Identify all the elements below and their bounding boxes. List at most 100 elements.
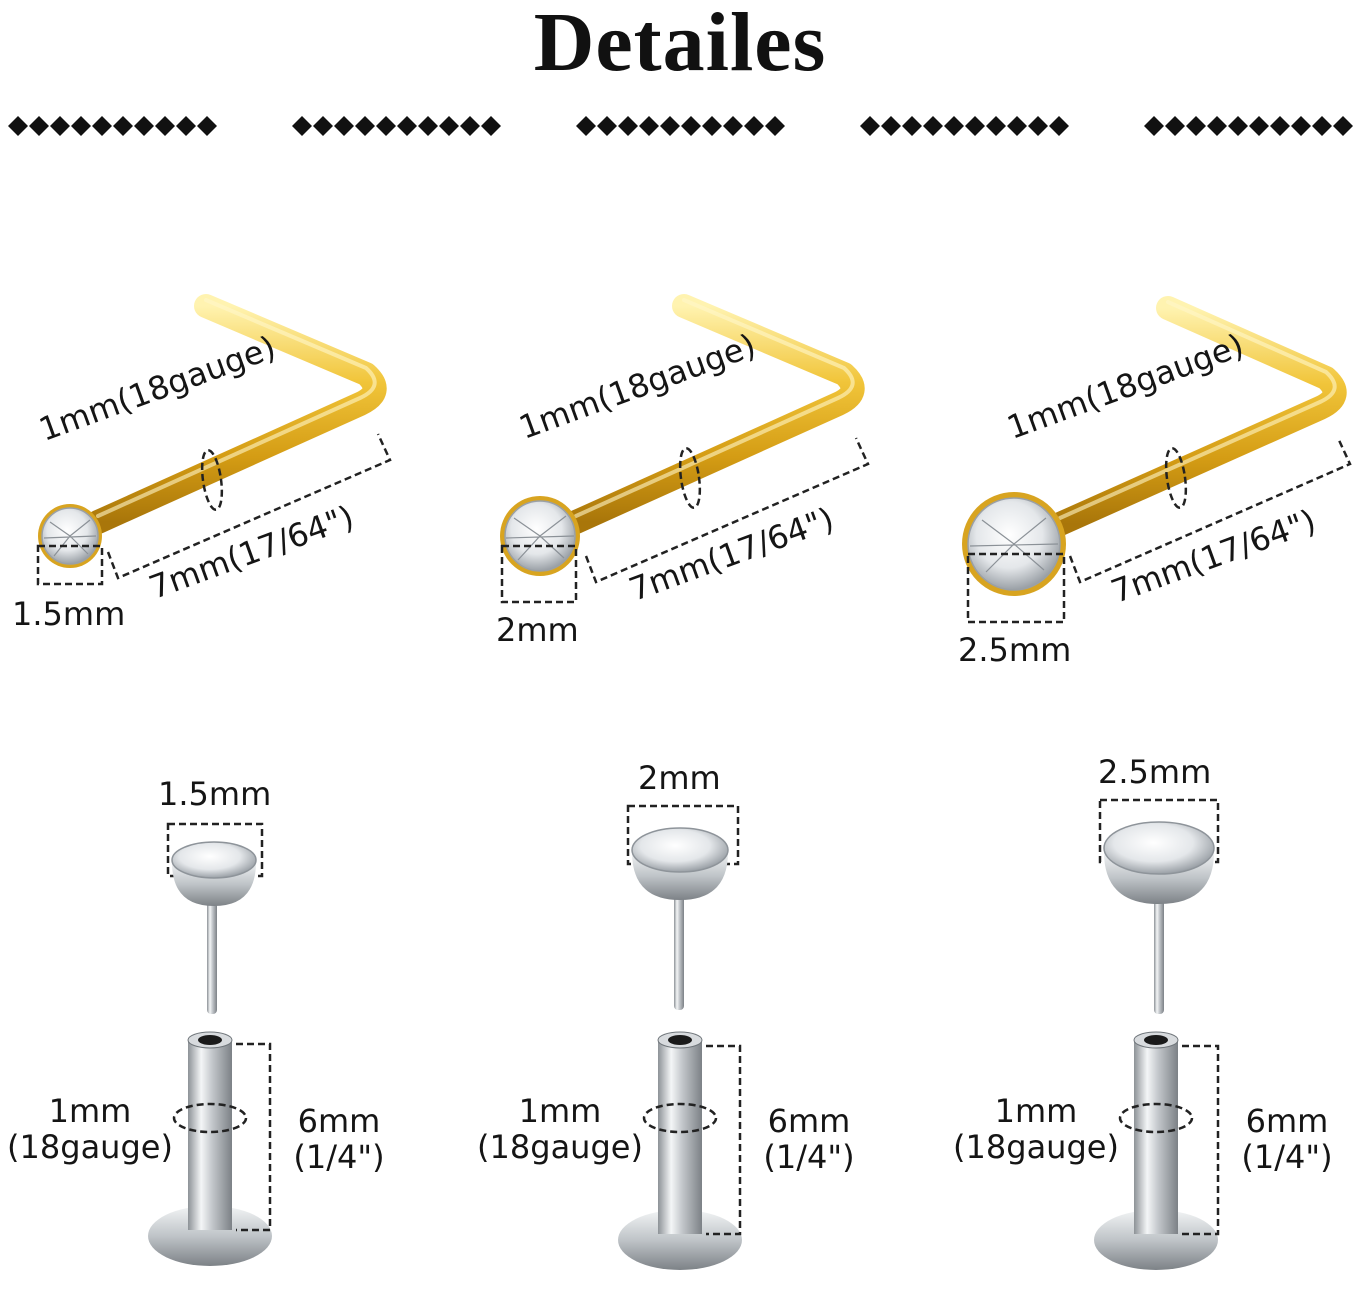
gem-size-bracket xyxy=(1098,798,1220,864)
stud-3-gem-label: 2.5mm xyxy=(958,631,1072,669)
gauge-line-2: (18gauge) xyxy=(477,1127,643,1166)
diamond-ornament xyxy=(576,116,596,136)
nose-stud-1 xyxy=(36,294,392,586)
diamond-ornament xyxy=(29,116,49,136)
labret-3 xyxy=(1094,798,1220,1270)
diamond-divider xyxy=(8,116,1353,136)
labret-1-gauge-label: 1mm (18gauge) xyxy=(0,1092,180,1166)
diamond-ornament xyxy=(597,116,617,136)
diamond-ornament xyxy=(397,116,417,136)
length-line-2: (1/4") xyxy=(1241,1137,1333,1176)
length-bracket xyxy=(106,433,392,580)
diamond-ornament xyxy=(702,116,722,136)
diamond-ornament xyxy=(1270,116,1290,136)
diamond-ornament xyxy=(439,116,459,136)
diamond-ornament xyxy=(1049,116,1069,136)
stud-2-gem-label: 2mm xyxy=(496,611,579,649)
diamond-ornament xyxy=(1249,116,1269,136)
gauge-marker xyxy=(200,449,224,511)
gem-top xyxy=(1103,821,1215,1014)
flat-back-post xyxy=(148,1031,272,1266)
diamond-ornament xyxy=(1007,116,1027,136)
gem-top xyxy=(171,841,257,1014)
length-line-1: 6mm xyxy=(1245,1102,1329,1140)
labret-3-length-label: 6mm (1/4") xyxy=(1232,1102,1342,1176)
diamond-ornament xyxy=(1144,116,1164,136)
diamond-ornament xyxy=(418,116,438,136)
gem-setting xyxy=(38,504,102,568)
nose-stud-2 xyxy=(500,294,870,604)
gauge-marker xyxy=(172,1102,248,1134)
labret-2-gem-label: 2mm xyxy=(638,759,721,797)
length-bracket xyxy=(236,1042,272,1232)
gauge-line-1: 1mm xyxy=(994,1092,1078,1130)
diamond-ornament xyxy=(292,116,312,136)
diamond-ornament xyxy=(1186,116,1206,136)
labret-1-length-label: 6mm (1/4") xyxy=(284,1102,394,1176)
gold-l-pin xyxy=(1048,296,1347,536)
gold-l-pin xyxy=(86,294,387,534)
labret-3-gem-label: 2.5mm xyxy=(1098,753,1212,791)
labret-3-gauge-label: 1mm (18gauge) xyxy=(946,1092,1126,1166)
length-bracket xyxy=(584,437,870,584)
diamond-ornament xyxy=(765,116,785,136)
diamond-ornament xyxy=(460,116,480,136)
gauge-marker xyxy=(1118,1102,1194,1134)
flat-back-post xyxy=(1094,1031,1218,1270)
diamond-ornament xyxy=(923,116,943,136)
diamond-ornament xyxy=(334,116,354,136)
diamond-ornament xyxy=(902,116,922,136)
gauge-line-2: (18gauge) xyxy=(953,1127,1119,1166)
diamond-ornament xyxy=(1333,116,1353,136)
gem-top xyxy=(631,827,729,1010)
nose-stud-3 xyxy=(962,296,1352,624)
flat-back-post xyxy=(618,1031,742,1270)
diamond-ornament xyxy=(881,116,901,136)
gauge-line-1: 1mm xyxy=(518,1092,602,1130)
diamond-ornament xyxy=(639,116,659,136)
gem-size-bracket xyxy=(36,544,104,586)
gem-setting xyxy=(962,492,1066,596)
gauge-line-1: 1mm xyxy=(48,1092,132,1130)
length-line-1: 6mm xyxy=(767,1102,851,1140)
stud-1-gem-label: 1.5mm xyxy=(12,595,126,633)
diamond-ornament xyxy=(986,116,1006,136)
gauge-marker xyxy=(1164,447,1188,509)
diamond-ornament xyxy=(618,116,638,136)
diamond-ornament xyxy=(1028,116,1048,136)
diamond-ornament xyxy=(1291,116,1311,136)
diamond-ornament xyxy=(1312,116,1332,136)
diamond-ornament xyxy=(50,116,70,136)
diamond-ornament xyxy=(134,116,154,136)
labret-2-length-label: 6mm (1/4") xyxy=(754,1102,864,1176)
gauge-line-2: (18gauge) xyxy=(7,1127,173,1166)
diamond-ornament xyxy=(681,116,701,136)
diamond-ornament xyxy=(113,116,133,136)
diamond-ornament xyxy=(723,116,743,136)
diamond-ornament xyxy=(1228,116,1248,136)
labret-1-gem-label: 1.5mm xyxy=(158,775,272,813)
diamond-ornament xyxy=(376,116,396,136)
diamond-ornament xyxy=(860,116,880,136)
diamond-ornament xyxy=(744,116,764,136)
gem-setting xyxy=(500,496,580,576)
gold-l-pin xyxy=(564,294,865,534)
labret-2-gauge-label: 1mm (18gauge) xyxy=(470,1092,650,1166)
diamond-ornament xyxy=(355,116,375,136)
diamond-ornament xyxy=(8,116,28,136)
length-line-1: 6mm xyxy=(297,1102,381,1140)
diamond-ornament xyxy=(155,116,175,136)
diamond-ornament xyxy=(1207,116,1227,136)
diamond-ornament xyxy=(660,116,680,136)
gauge-marker xyxy=(678,447,702,509)
diamond-ornament xyxy=(176,116,196,136)
diamond-ornament xyxy=(1165,116,1185,136)
gauge-marker xyxy=(642,1102,718,1134)
diamond-ornament xyxy=(481,116,501,136)
length-line-2: (1/4") xyxy=(293,1137,385,1176)
diamond-ornament xyxy=(965,116,985,136)
page-title: Detailes xyxy=(533,0,827,89)
length-bracket xyxy=(1182,1044,1220,1236)
diamond-ornament xyxy=(197,116,217,136)
